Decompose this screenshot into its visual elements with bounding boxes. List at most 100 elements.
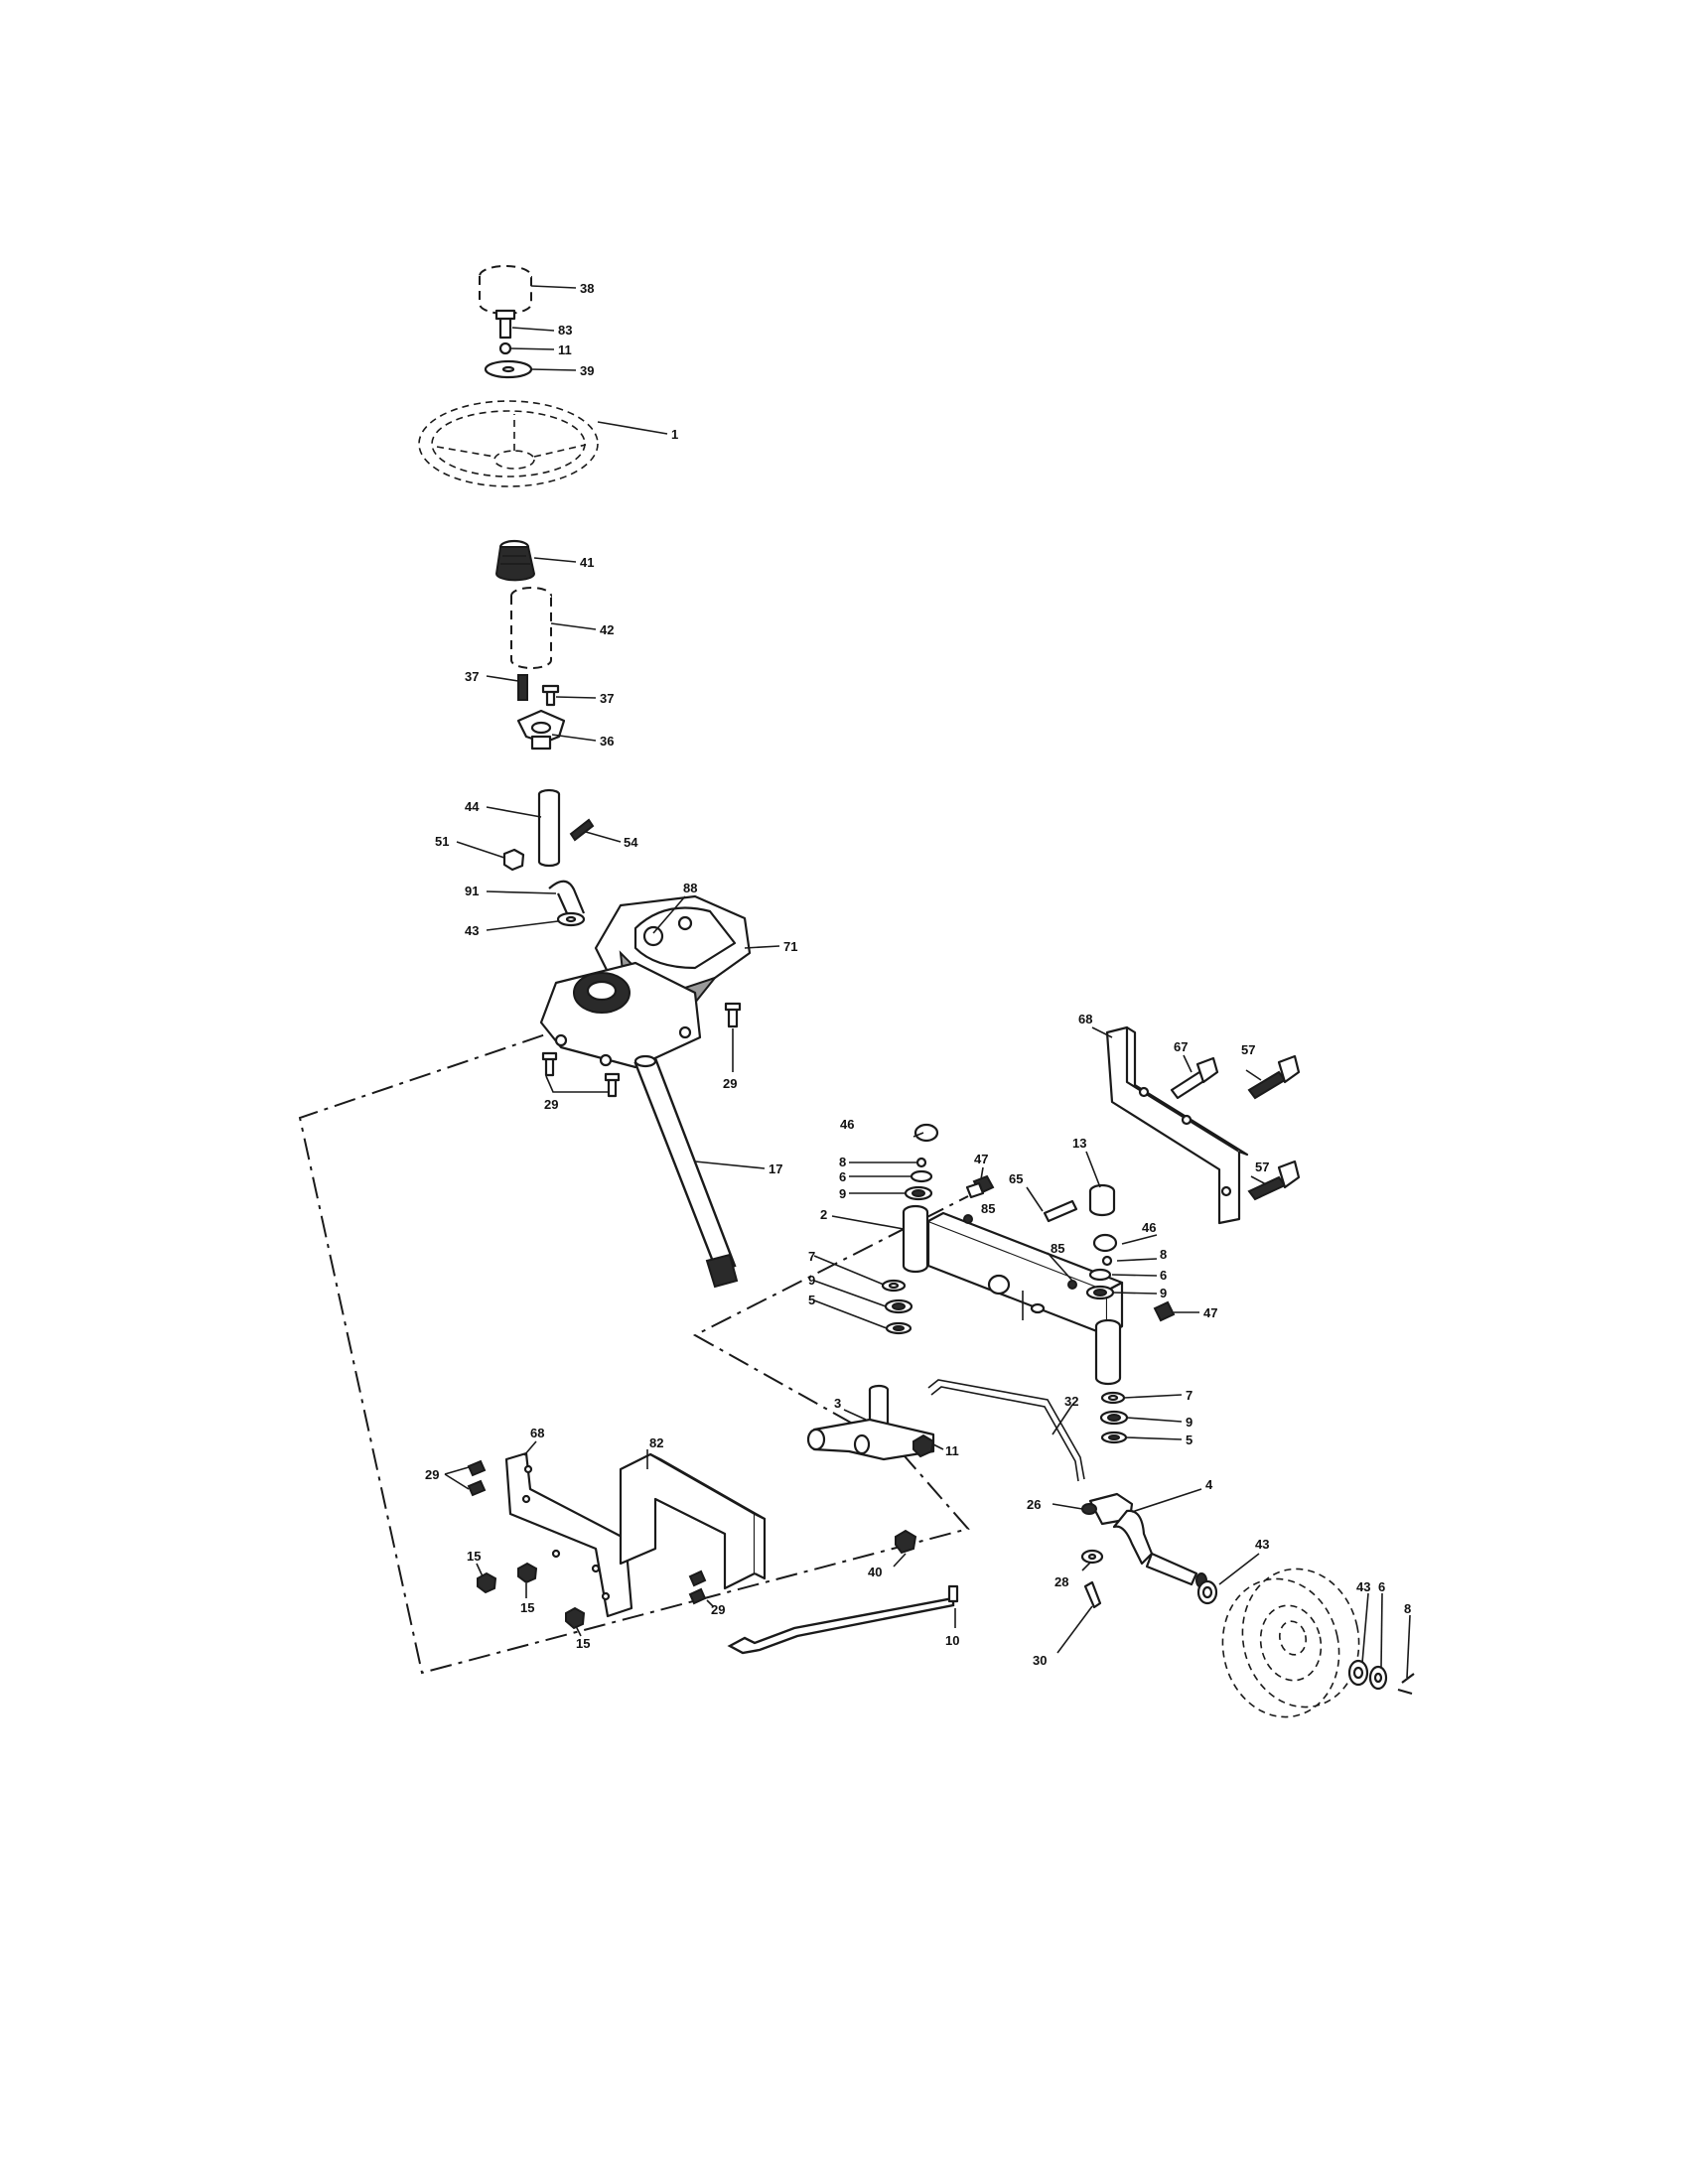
bearing-9-top-left-part [904, 1185, 933, 1201]
bracket-nut-1-part [477, 1571, 497, 1594]
callout-65: 65 [1009, 1171, 1023, 1186]
callout-15: 15 [520, 1600, 534, 1615]
pivot-bushing-part [1088, 1183, 1116, 1217]
callout-46: 46 [840, 1117, 854, 1132]
callout-71: 71 [783, 939, 797, 954]
callout-13: 13 [1072, 1136, 1086, 1151]
fitting-47-right-part [1153, 1300, 1176, 1322]
fitting-85-right-part [1067, 1280, 1077, 1290]
gear-plate-part [539, 961, 702, 1069]
callout-39: 39 [580, 363, 594, 378]
hub-washer-part [1196, 1579, 1218, 1605]
washer-6-left-part [910, 1169, 933, 1183]
washer-7-left-part [881, 1279, 907, 1293]
callout-43: 43 [1255, 1537, 1269, 1552]
retainer-clip-part [548, 880, 586, 914]
callout-5: 5 [808, 1293, 815, 1307]
callout-82: 82 [649, 1435, 663, 1450]
mounting-bracket-right-part [619, 1452, 767, 1590]
callout-5: 5 [1186, 1433, 1193, 1447]
callout-30: 30 [1033, 1653, 1047, 1668]
bearing-9-bottom-left-part [884, 1298, 913, 1314]
column-bracket-part [516, 709, 566, 751]
bolt-right-part [541, 684, 560, 707]
washer-7-right-part [1100, 1391, 1126, 1405]
pivot-bolt-3-part [1247, 1160, 1301, 1201]
bracket-bolt-1-part [467, 1459, 487, 1477]
bracket-bolt-4-part [688, 1587, 707, 1605]
axle-left-spindle-housing [902, 1204, 929, 1274]
steering-wheel-part [418, 400, 599, 487]
callout-91: 91 [465, 884, 479, 898]
pivot-pin-part [1043, 1199, 1078, 1223]
washer-5-left-part [885, 1321, 912, 1335]
spindle-ring-26-part [1081, 1503, 1097, 1515]
fitting-47-left-part [965, 1174, 995, 1199]
callout-42: 42 [600, 622, 614, 637]
callout-47: 47 [974, 1152, 988, 1166]
callout-1: 1 [671, 427, 678, 442]
spindle-nut-bottom-part [895, 1529, 917, 1555]
mounting-bracket-left-part [504, 1451, 633, 1618]
spindle-nut-left-part [912, 1433, 935, 1458]
callout-88: 88 [683, 881, 697, 895]
callout-32: 32 [1064, 1394, 1078, 1409]
callout-15: 15 [467, 1549, 481, 1564]
callout-9: 9 [1160, 1286, 1167, 1300]
bracket-nut-2-part [517, 1562, 538, 1584]
callout-2: 2 [820, 1207, 827, 1222]
callout-37: 37 [465, 669, 479, 684]
callout-29: 29 [723, 1076, 737, 1091]
callout-37: 37 [600, 691, 614, 706]
pivot-bracket-part [1105, 1025, 1249, 1225]
callout-8: 8 [1404, 1601, 1411, 1616]
callout-40: 40 [868, 1565, 882, 1579]
gear-washer-part [556, 911, 586, 927]
callout-46: 46 [1142, 1220, 1156, 1235]
bracket-bolt-3-part [688, 1570, 707, 1587]
callout-68: 68 [1078, 1012, 1092, 1026]
axle-right-spindle-housing [1094, 1318, 1122, 1386]
callout-9: 9 [808, 1273, 815, 1288]
assembly-reference-line [298, 1022, 970, 1675]
bearing-9-bottom-right-part [1099, 1410, 1129, 1426]
pivot-bolt-1-part [1170, 1056, 1219, 1100]
callout-9: 9 [839, 1186, 846, 1201]
clip-right-part [1101, 1255, 1113, 1267]
washer-6-right-part [1088, 1268, 1112, 1282]
pivot-bolt-2-part [1247, 1054, 1301, 1100]
steering-shaft-part [537, 788, 561, 868]
front-wheel-part [1221, 1568, 1360, 1718]
callout-11: 11 [558, 342, 572, 357]
tie-rod-part [927, 1379, 1085, 1482]
spindle-washer-28-part [1080, 1549, 1104, 1565]
callout-83: 83 [558, 323, 572, 338]
steering-washer-part [484, 359, 533, 379]
gearbox-bolt-1-part [724, 1002, 742, 1028]
callout-4: 4 [1205, 1477, 1213, 1492]
bracket-nut-3-part [565, 1606, 586, 1630]
callout-54: 54 [624, 835, 638, 850]
callout-51: 51 [435, 834, 449, 849]
callout-29: 29 [425, 1467, 439, 1482]
lock-washer-part [498, 341, 512, 355]
callout-7: 7 [1186, 1388, 1193, 1403]
callout-44: 44 [465, 799, 480, 814]
callout-17: 17 [769, 1161, 782, 1176]
callout-43: 43 [465, 923, 479, 938]
callout-41: 41 [580, 555, 594, 570]
bracket-bolt-2-part [467, 1479, 487, 1497]
callout-57: 57 [1255, 1160, 1269, 1174]
steering-adapter-part [494, 539, 536, 582]
steering-bolt-part [494, 309, 516, 340]
callout-85: 85 [1051, 1241, 1064, 1256]
callout-11: 11 [945, 1443, 959, 1458]
callout-47: 47 [1203, 1305, 1217, 1320]
washer-5-right-part [1100, 1431, 1128, 1444]
callout-26: 26 [1027, 1497, 1041, 1512]
wheel-washer-6-part [1368, 1665, 1388, 1691]
callout-6: 6 [1160, 1268, 1167, 1283]
callout-7: 7 [808, 1249, 815, 1264]
callout-labels: 38 83 11 39 1 41 42 37 37 36 44 54 51 91… [425, 281, 1411, 1668]
callout-6: 6 [1378, 1579, 1385, 1594]
